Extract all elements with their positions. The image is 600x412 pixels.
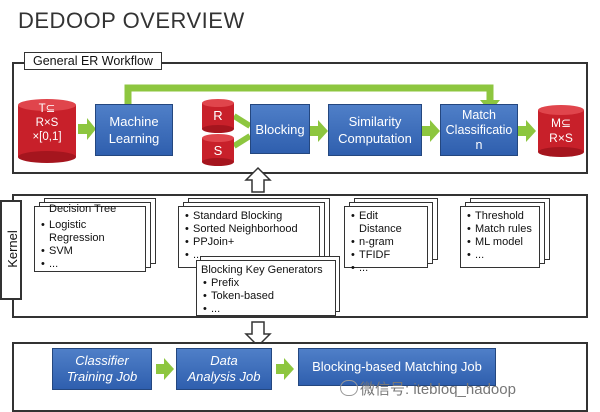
blocking-label: Blocking [255, 121, 305, 137]
db-to-ml-arrow [78, 124, 88, 134]
list-item: Token-based [203, 290, 331, 303]
source-s-label: S [213, 143, 223, 158]
s-to-blocking-arrow [232, 133, 252, 149]
machine-learning-box: Machine Learning [95, 104, 173, 156]
classifier-to-analysis-arrow [156, 364, 166, 374]
analysis-to-matching-arrow [276, 364, 286, 374]
sim-to-match-arrow [422, 126, 432, 136]
s-db-cylinder [202, 134, 234, 166]
match-classification-box: Match Classificatio n [440, 104, 518, 156]
list-item: Standard Blocking [185, 210, 315, 223]
similarity-box: Similarity Computation [328, 104, 422, 156]
ml-to-match-connector [124, 84, 494, 104]
input-db-label: T⊆ R×S ×[0,1] [32, 103, 62, 143]
match-strategies-doc: Threshold Match rules ML model ... [460, 206, 540, 268]
list-item: ... [467, 249, 535, 262]
machine-learning-label: Machine Learning [108, 114, 160, 146]
r-to-blocking-arrow [232, 113, 252, 129]
ml-algorithms-doc: Decision Tree Logistic Regression SVM ..… [34, 203, 146, 272]
list-item: TFIDF [351, 249, 423, 262]
list-item: Match rules [467, 223, 535, 236]
blocking-to-sim-arrow [308, 126, 320, 136]
list-item: Edit Distance [351, 210, 423, 236]
list-item: Prefix [203, 277, 331, 290]
blocking-matching-label: Blocking-based Matching Job [312, 359, 482, 374]
jobs-arrows [156, 358, 294, 380]
match-to-output-arrow [518, 126, 528, 136]
watermark-icon [340, 380, 358, 396]
page-title: DEDOOP OVERVIEW [18, 8, 245, 33]
input-db-cylinder [18, 99, 76, 163]
workflow-arrows [18, 84, 584, 348]
list-item: ... [185, 249, 315, 262]
source-r-label: R [213, 108, 223, 123]
up-arrow-icon [244, 166, 272, 193]
output-db-label: M⊆ R×S [549, 116, 573, 145]
list-item: ... [41, 258, 141, 271]
blocking-based-matching-job: Blocking-based Matching Job [298, 348, 496, 386]
list-item: Threshold [467, 210, 535, 223]
list-item: ML model [467, 236, 535, 249]
classifier-training-label: Classifier Training Job [66, 353, 138, 384]
bkg-heading: Blocking Key Generators [201, 264, 323, 276]
r-db-cylinder [202, 99, 234, 133]
list-item: PPJoin+ [185, 236, 315, 249]
match-classification-label: Match Classificatio n [445, 107, 513, 152]
ml-list-heading: Decision Tree [49, 203, 117, 215]
list-item: ... [351, 262, 423, 275]
list-item: Logistic Regression [41, 219, 141, 245]
watermark-text: 微信号: itebloq_hadoop [360, 381, 516, 398]
data-analysis-job: Data Analysis Job [176, 348, 272, 390]
classifier-training-job: Classifier Training Job [52, 348, 152, 390]
similarity-functions-doc: Edit Distance n-gram TFIDF ... [344, 206, 428, 275]
db-to-ml-arrowhead [87, 118, 96, 140]
workflow-label: General ER Workflow [24, 52, 162, 70]
output-db-cylinder [538, 105, 584, 157]
list-item: ... [203, 303, 331, 316]
kernel-tab [0, 200, 22, 300]
similarity-label: Similarity Computation [338, 114, 412, 146]
list-item: Sorted Neighborhood [185, 223, 315, 236]
list-item: n-gram [351, 236, 423, 249]
list-item: SVM [41, 245, 141, 258]
blocking-key-generators-doc: Blocking Key Generators Prefix Token-bas… [196, 260, 336, 316]
data-analysis-label: Data Analysis Job [187, 353, 261, 384]
down-arrow-icon [244, 321, 272, 348]
blocking-box: Blocking [250, 104, 310, 154]
